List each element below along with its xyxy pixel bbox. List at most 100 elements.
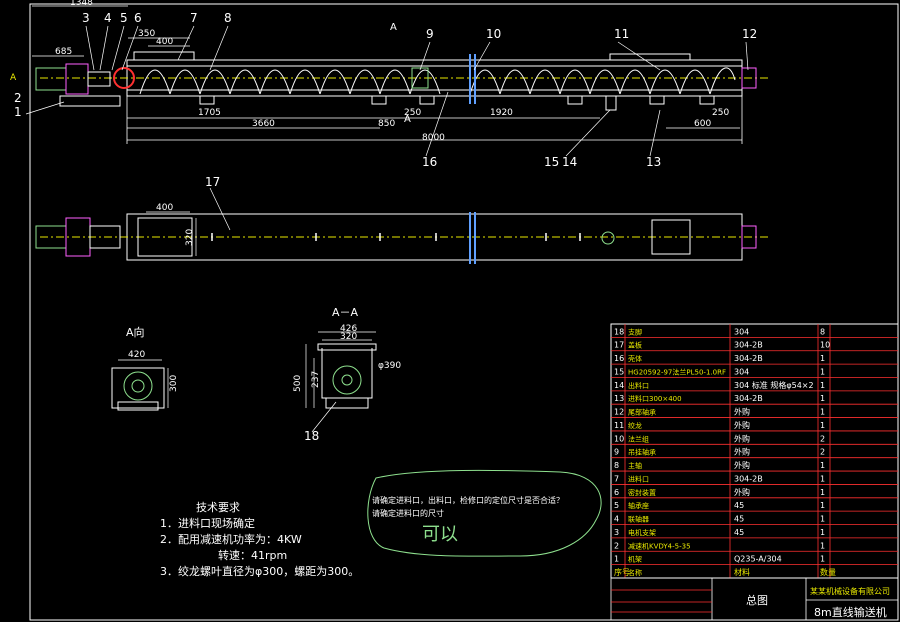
section-a-a: [305, 331, 377, 409]
dim-400: 400: [156, 37, 173, 47]
balloon-8: 8: [224, 11, 232, 25]
bom-row-name: 进料口300×400: [628, 394, 682, 403]
seal-device: [113, 67, 135, 89]
bom-row-material: 外购: [734, 433, 750, 443]
section-flight: [332, 365, 362, 395]
view-a: [111, 359, 169, 411]
bom-row-material: 304-2B: [734, 341, 763, 350]
balloon-4: 4: [104, 11, 112, 25]
bom-row-material: 304-2B: [734, 394, 763, 403]
cover-plate-marks: [211, 233, 581, 241]
view-a-flange: [123, 371, 153, 401]
leader-lines-top: [25, 25, 749, 157]
bom-row-no: 7: [614, 474, 619, 483]
bom-row-name: 尾部轴承: [628, 408, 656, 417]
balloon-9: 9: [426, 27, 434, 41]
balloon-5: 5: [120, 11, 128, 25]
section-dim-500: 500: [293, 375, 303, 392]
bom-row-name: 出料口: [628, 381, 649, 390]
motor: [35, 67, 67, 91]
dim-1348: 1348: [70, 0, 93, 8]
balloon-18: 18: [304, 429, 319, 443]
front-view: [35, 51, 770, 111]
dim-250b: 250: [712, 108, 729, 118]
bom-row-name: 绞龙: [628, 421, 642, 430]
dim-3660: 3660: [252, 119, 275, 129]
bom-row-no: 9: [614, 448, 619, 457]
dim-850: 850: [378, 119, 395, 129]
bom-row-name: 密封装置: [628, 488, 656, 497]
bom-row-name: 支脚: [628, 327, 642, 336]
bom-row-name: 减速机KVDY4-5-35: [628, 541, 691, 550]
bom-row-name: 联轴器: [628, 515, 649, 524]
top-dimension-text: 1348 685 350 400 1705 3660 850 250 1920 …: [10, 0, 729, 143]
plan-coupling: [89, 225, 121, 249]
balloon-16: 16: [422, 155, 437, 169]
bom-row-no: 4: [614, 515, 619, 524]
inlet-front: [133, 51, 195, 61]
balloon-13: 13: [646, 155, 661, 169]
dim-1920: 1920: [490, 108, 513, 118]
review-cloud: [367, 469, 602, 557]
bom-header-material: 材料: [734, 567, 750, 577]
tail-bearing: [741, 67, 757, 89]
tech-line-2b: 转速：41rpm: [218, 549, 288, 562]
title-block-text: 某某机械设备有限公司 总图 8m直线输送机: [746, 586, 890, 619]
tech-line-1: 1．进料口现场确定: [160, 517, 255, 530]
balloon-6: 6: [134, 11, 142, 25]
bom-row-material: 45: [734, 515, 744, 524]
bom-row-no: 14: [614, 381, 624, 390]
section-title: A－A: [332, 306, 359, 319]
section-leg: [325, 397, 369, 409]
balloon-14: 14: [562, 155, 577, 169]
section-dim-320: 320: [340, 332, 357, 342]
bom-row-material: Q235-A/304: [734, 555, 782, 564]
bom-row-no: 3: [614, 528, 619, 537]
title-block: [610, 577, 899, 621]
part-balloons-top: 1 2 3 4 5 6 7 8 9 10 11 12 13 14 15 16: [14, 11, 757, 169]
bom-row-name: 法兰组: [628, 434, 649, 443]
section-mark-bottom: A: [404, 114, 411, 125]
bom-row-name: HG20592-97法兰PL50-1.0RF: [628, 367, 726, 376]
bom-row-material: 304 标准 规格φ54×2: [734, 380, 814, 390]
bom-row-no: 10: [614, 434, 624, 443]
bom-row-no: 16: [614, 354, 624, 363]
bom-row-material: 304: [734, 367, 749, 376]
bom-row-no: 2: [614, 541, 619, 550]
outlet: [605, 95, 617, 111]
support-legs: [199, 95, 715, 105]
bom-row-material: 外购: [734, 460, 750, 470]
dim-8000: 8000: [422, 133, 445, 143]
bom-row-qty: 1: [820, 501, 825, 510]
bom-row-material: 外购: [734, 407, 750, 417]
view-a-body: [111, 367, 165, 409]
bom-row-name: 轴承座: [628, 501, 649, 510]
view-a-text: A向 420 300: [126, 325, 179, 392]
comment-q2: 请确定进料口的尺寸: [372, 509, 444, 518]
bom-row-qty: 1: [820, 421, 825, 430]
section-text: A－A 426 320 500 237 φ390 18: [293, 306, 401, 443]
bom-row-name: 电机支架: [628, 528, 656, 537]
bom-row-no: 15: [614, 367, 624, 376]
dim-600: 600: [694, 119, 711, 129]
plan-outlet: [601, 231, 615, 245]
bom-row-qty: 1: [820, 354, 825, 363]
bom-row-qty: 8: [820, 327, 825, 336]
bom-row-qty: 1: [820, 461, 825, 470]
drawing-border: [29, 3, 899, 621]
coupling: [87, 71, 111, 87]
section-mark-top: A: [390, 22, 397, 33]
bom-row-qty: 1: [820, 541, 825, 550]
plan-inlet-13: [651, 219, 691, 255]
drawing-name: 总图: [746, 593, 768, 607]
top-dimensions: [32, 5, 743, 144]
bom-row-material: 外购: [734, 487, 750, 497]
bom-row-no: 12: [614, 408, 624, 417]
company-name: 某某机械设备有限公司: [810, 586, 890, 596]
bom-row-name: 进料口: [628, 474, 649, 483]
dim-350: 350: [138, 29, 155, 39]
view-a-dim-420: 420: [128, 350, 145, 360]
technical-requirements: 技术要求 1．进料口现场确定 2．配用减速机功率为：4KW 转速：41rpm 3…: [160, 500, 359, 580]
bom-row-material: 304-2B: [734, 474, 763, 483]
